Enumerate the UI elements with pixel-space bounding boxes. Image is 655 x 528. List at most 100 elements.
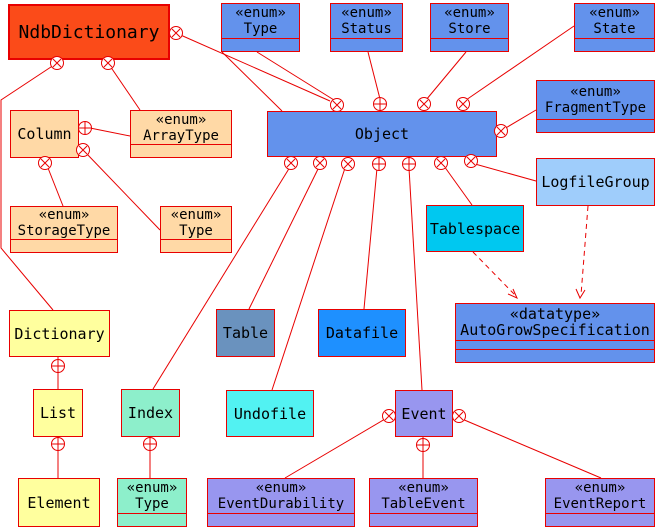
class-name: ArrayType (143, 127, 219, 144)
class-box-element[interactable]: Element (18, 478, 100, 527)
class-box-index[interactable]: Index (121, 389, 180, 437)
circle-x-icon (417, 97, 431, 111)
box-title: «enum» EventDurability (208, 479, 354, 514)
class-name: Datafile (325, 324, 399, 342)
enum-box-fragmenttype[interactable]: «enum» FragmentType (536, 80, 655, 133)
class-box-event[interactable]: Event (395, 390, 453, 437)
class-name: Dictionary (14, 324, 105, 343)
class-box-table[interactable]: Table (216, 309, 275, 357)
stereotype-label: «enum» (341, 5, 392, 21)
circle-x-icon (169, 26, 183, 40)
class-name: AutoGrowSpecification (460, 321, 650, 339)
circle-x-icon (452, 409, 466, 423)
edge-ndbdictionary-dictionary (0, 62, 58, 311)
circle-x-icon (313, 156, 327, 170)
edge-column-storagetype (47, 167, 64, 207)
stereotype-label: «enum» (170, 207, 222, 223)
edge-object-event (408, 167, 423, 391)
class-name: List (39, 404, 77, 422)
box-title: «enum» Type (222, 4, 299, 39)
empty-compartment (575, 39, 654, 51)
stereotype-label: «enum» (398, 480, 449, 496)
box-title: «enum» Status (331, 4, 402, 39)
class-box-object[interactable]: Object (267, 111, 497, 157)
stereotype-label: «enum» (574, 480, 626, 496)
box-title: «enum» StorageType (11, 207, 117, 240)
stereotype-label: «enum» (589, 5, 640, 21)
class-name: Object (354, 125, 410, 143)
edge-object-tablespace (443, 165, 473, 206)
class-box-undofile[interactable]: Undofile (226, 390, 314, 437)
stereotype-label: «enum» (255, 480, 307, 496)
enum-box-storagetype[interactable]: «enum» StorageType (10, 206, 118, 253)
class-box-column[interactable]: Column (10, 110, 79, 158)
empty-compartment (456, 341, 654, 350)
enum-box-eventreport[interactable]: «enum» EventReport (545, 478, 655, 527)
circle-x-icon (382, 409, 396, 423)
datatype-box-autogrowspecification[interactable]: «datatype» AutoGrowSpecification (455, 303, 655, 363)
class-name: Event (401, 404, 447, 423)
circle-plus-icon (143, 437, 157, 451)
box-title: «enum» Type (161, 207, 231, 240)
class-name: FragmentType (544, 100, 647, 116)
empty-compartment (431, 39, 508, 51)
enum-box-object-type[interactable]: «enum» Type (221, 3, 300, 52)
class-name: Element (27, 493, 91, 512)
circle-plus-icon (372, 157, 386, 171)
empty-compartment (222, 39, 299, 51)
enum-box-state[interactable]: «enum» State (574, 3, 655, 52)
edge-column-arraytype (89, 127, 131, 137)
edge-object-table (248, 166, 320, 310)
empty-compartment (131, 145, 231, 157)
stereotype-label: «enum» (570, 84, 621, 100)
enum-box-column-type[interactable]: «enum» Type (160, 206, 232, 253)
circle-plus-icon (416, 438, 430, 452)
enum-box-eventdurability[interactable]: «enum» EventDurability (207, 478, 355, 527)
stereotype-label: «enum» (235, 5, 286, 21)
enum-box-arraytype[interactable]: «enum» ArrayType (130, 110, 232, 158)
enum-box-status[interactable]: «enum» Status (330, 3, 403, 52)
circle-plus-icon (51, 437, 65, 451)
enum-box-store[interactable]: «enum» Store (430, 3, 509, 52)
class-name: Type (179, 223, 213, 239)
circle-x-icon (341, 157, 355, 171)
class-name: Tablespace (429, 219, 521, 238)
enum-box-index-type[interactable]: «enum» Type (117, 478, 187, 527)
class-name: LogfileGroup (541, 173, 650, 191)
circle-x-icon (284, 156, 298, 170)
class-name: TableEvent (381, 496, 466, 512)
box-title: «enum» Type (118, 479, 186, 514)
edge-object-type (256, 51, 335, 101)
empty-compartment (546, 514, 654, 526)
class-name: Type (135, 496, 169, 512)
empty-compartment (161, 240, 231, 252)
class-box-datafile[interactable]: Datafile (318, 309, 406, 357)
edge-object-logfilegroup (474, 163, 537, 182)
stereotype-label: «datatype» (509, 305, 601, 323)
class-name: Store (448, 21, 491, 37)
class-name: Table (222, 324, 269, 342)
stereotype-label: «enum» (155, 111, 207, 128)
class-name: Undofile (233, 404, 307, 423)
empty-compartment (537, 120, 654, 132)
edge-type-object-a (221, 51, 283, 112)
circle-plus-icon (78, 121, 92, 135)
edge-object-fragmenttype (503, 109, 537, 130)
circle-plus-icon (373, 97, 387, 111)
edge-ndbdictionary-column (107, 62, 141, 111)
box-title: «enum» ArrayType (131, 111, 231, 145)
enum-box-tableevent[interactable]: «enum» TableEvent (369, 478, 478, 527)
empty-compartment (370, 514, 477, 526)
empty-compartment (208, 514, 354, 526)
circle-plus-icon (402, 157, 416, 171)
arrowhead-logfilegroup-autogrow (575, 288, 586, 300)
class-box-dictionary[interactable]: Dictionary (9, 310, 110, 357)
class-box-ndbdictionary[interactable]: NdbDictionary (8, 4, 170, 60)
class-box-list[interactable]: List (33, 389, 83, 437)
edge-object-status (367, 51, 381, 100)
empty-compartment (118, 514, 186, 526)
class-box-tablespace[interactable]: Tablespace (426, 205, 524, 252)
class-box-logfilegroup[interactable]: LogfileGroup (536, 158, 655, 206)
edge-object-store (425, 51, 467, 101)
class-name: Index (127, 404, 174, 422)
